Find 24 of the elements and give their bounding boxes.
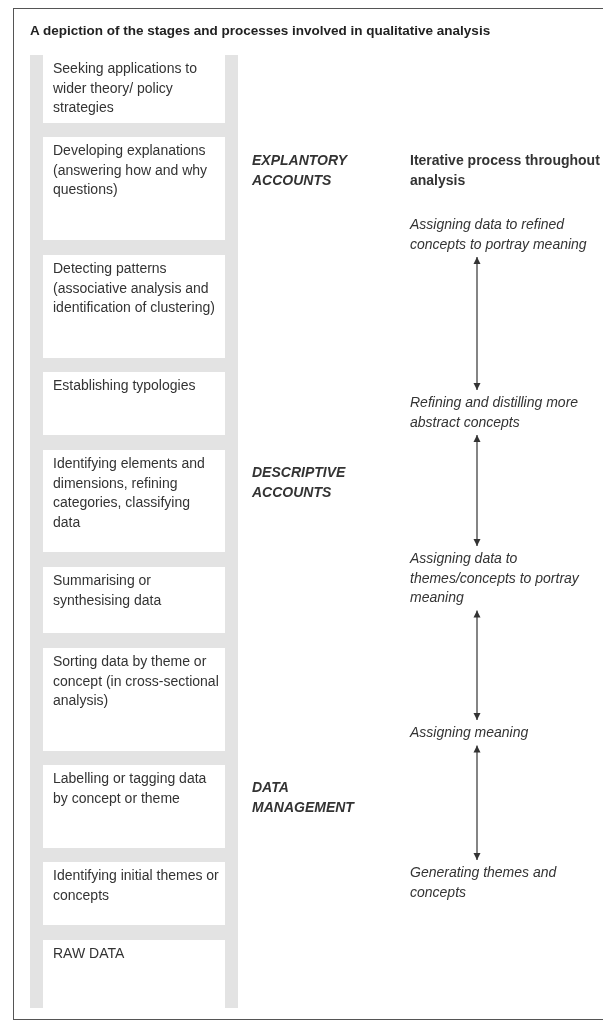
process-text: Assigning data to themes/concepts to portray meaning [410,546,600,611]
process-text: Refining and distilling more abstract concepts [410,390,600,435]
column-heading: Iterative process throughout analysis [410,151,600,190]
process-text: Assigning meaning [410,720,600,746]
stage-box: Seeking applications to wider theory/ policy strategies [43,55,225,123]
process-text: Generating themes and concepts [410,860,600,905]
double-arrow [473,609,481,721]
stage-box: Sorting data by theme or concept (in cross-sectional analysis) [43,648,225,751]
section-label: EXPLANTORY ACCOUNTS [252,151,349,190]
stage-box: Labelling or tagging data by concept or theme [43,765,225,848]
stage-box: Identifying initial themes or concepts [43,862,225,925]
stage-box: Establishing typologies [43,372,225,435]
double-arrow [473,434,481,547]
stage-box: Developing explanations (answering how and why questions) [43,137,225,240]
stage-box: RAW DATA [43,940,225,1008]
section-label: DATA MANAGEMENT [252,778,356,817]
process-text: Assigning data to refined concepts to portray meaning [410,212,600,257]
stage-box: Summarising or synthesising data [43,567,225,633]
section-label: DESCRIPTIVE ACCOUNTS [252,463,347,502]
stage-box: Detecting patterns (associative analysis and identification of clustering) [43,255,225,358]
stage-box: Identifying elements and dimensions, refining categories, classifying data [43,450,225,552]
title: A depiction of the stages and processes involved in qualitative analysis [30,23,491,38]
double-arrow [473,256,481,391]
double-arrow [473,744,481,861]
